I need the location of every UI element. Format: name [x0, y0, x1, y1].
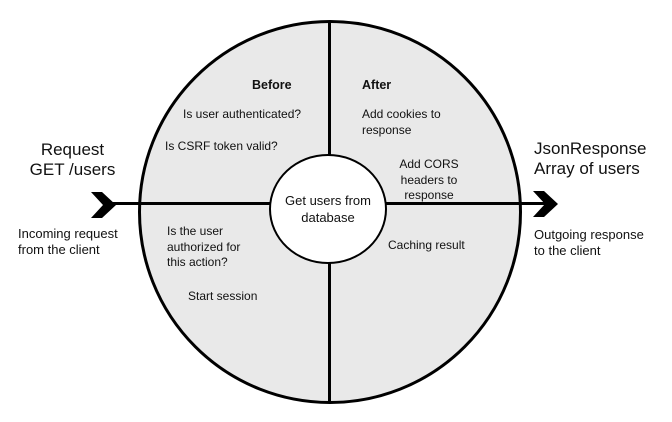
before-item-start-session: Start session: [188, 289, 258, 303]
center-action-label: Get users from database: [285, 193, 371, 225]
before-item-authenticated: Is user authenticated?: [183, 107, 302, 121]
before-item-authorized: Is the user authorized for this action?: [167, 224, 241, 269]
after-item-cors: Add CORS headers to response: [399, 157, 459, 202]
outgoing-response-caption: Outgoing response to the client: [534, 227, 644, 258]
incoming-request-caption: Incoming request from the client: [18, 226, 118, 257]
after-section-title: After: [362, 78, 392, 92]
after-item-cookies: Add cookies to response: [362, 107, 441, 137]
center-action-circle: Get users from database: [269, 154, 387, 264]
before-item-csrf: Is CSRF token valid?: [165, 139, 278, 153]
request-label: Request GET /users: [29, 140, 116, 179]
after-item-caching: Caching result: [388, 238, 465, 252]
before-section-title: Before: [252, 78, 292, 92]
outgoing-arrow-icon: [533, 191, 558, 217]
response-label: JsonResponse Array of users: [534, 139, 647, 178]
incoming-arrow-icon: [91, 192, 116, 218]
